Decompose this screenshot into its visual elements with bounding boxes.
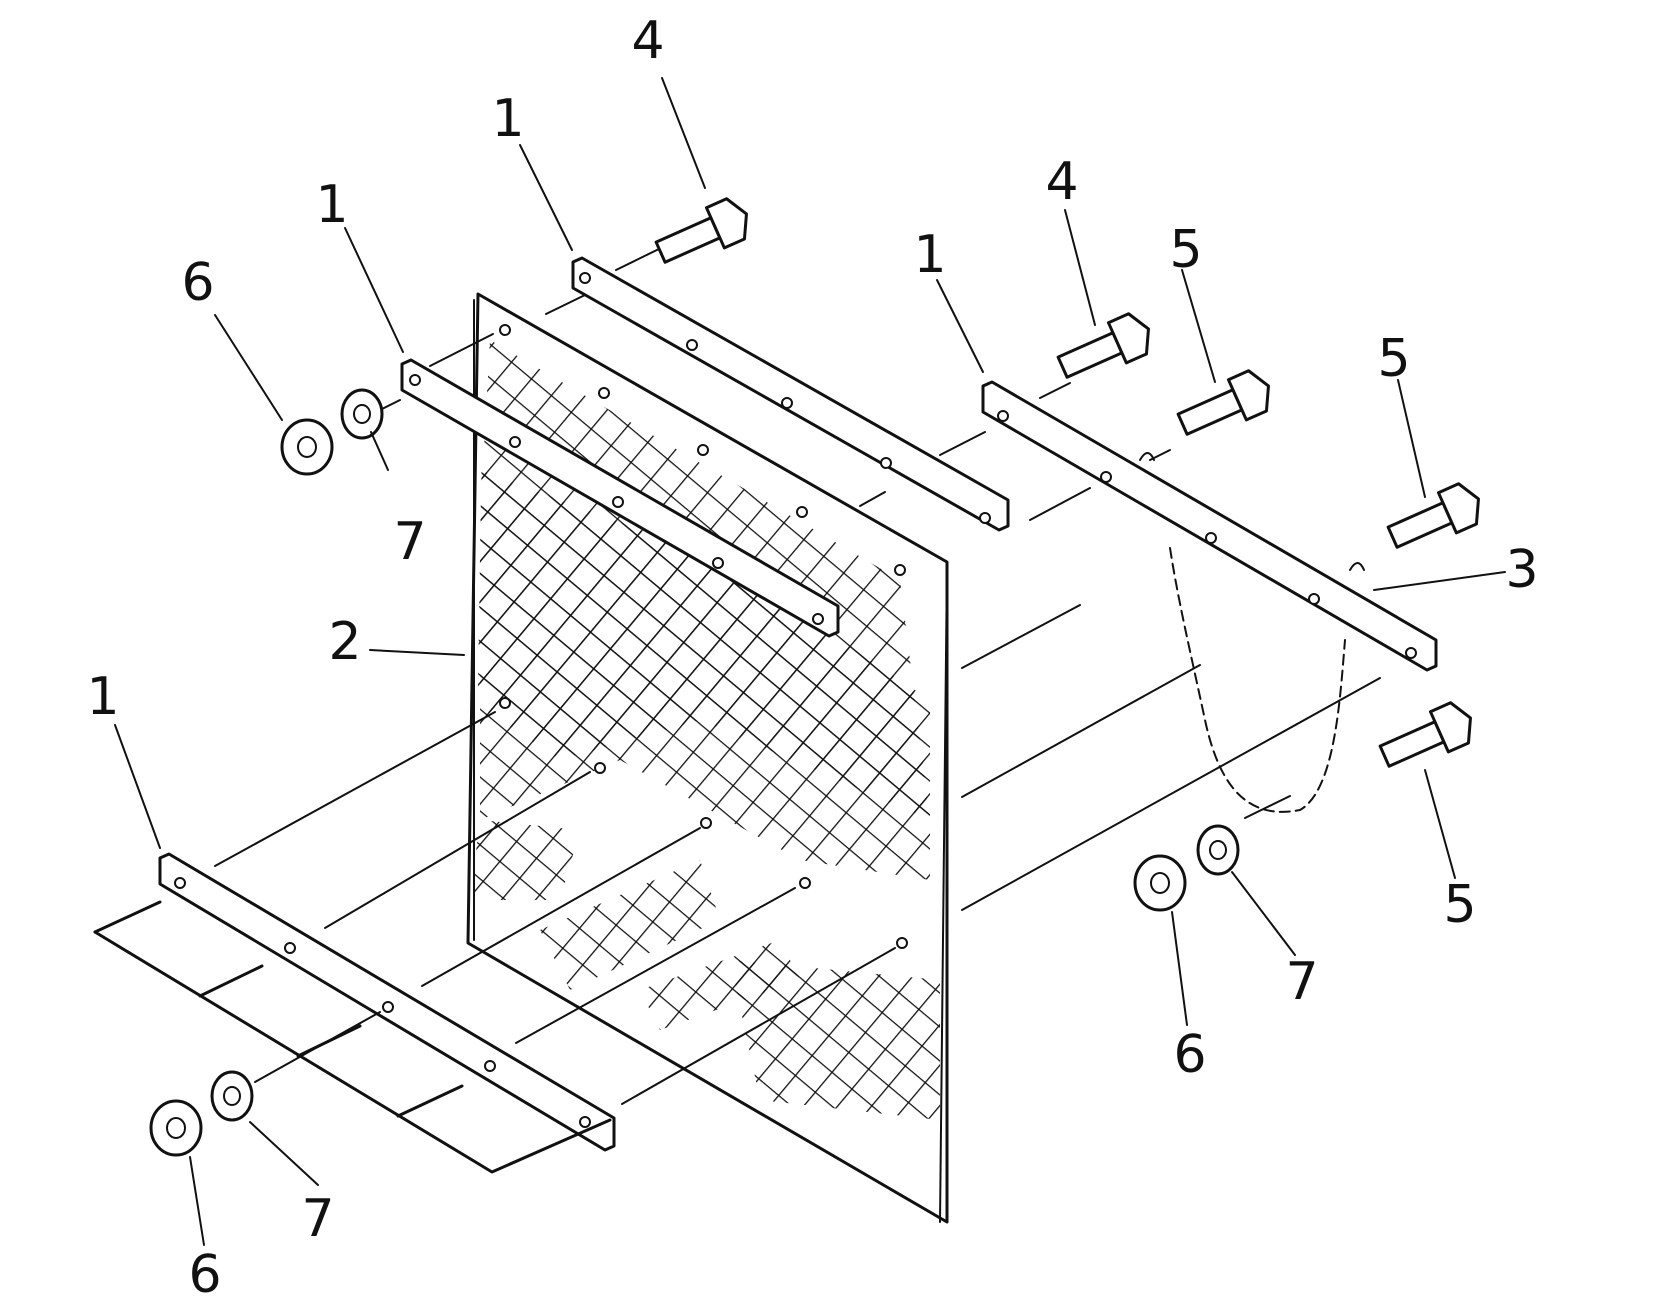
callout-1-upper-rear: 1 bbox=[491, 89, 524, 149]
retainer-bar-upper-front bbox=[400, 358, 840, 638]
assembly-leader-lines bbox=[214, 245, 1381, 1105]
callout-1-lower: 1 bbox=[86, 667, 119, 727]
callout-3-chain: 3 bbox=[1505, 540, 1538, 600]
callout-7-right: 7 bbox=[1285, 952, 1318, 1012]
nut-6-right bbox=[1133, 854, 1187, 912]
bolt-4-right bbox=[1056, 312, 1150, 379]
retainer-bar-right bbox=[981, 380, 1438, 672]
callout-5-a: 5 bbox=[1169, 220, 1202, 280]
callout-1-right: 1 bbox=[913, 225, 946, 285]
callout-labels: 4 1 1 6 7 4 1 5 5 3 2 1 5 7 6 7 6 bbox=[86, 11, 1538, 1305]
callout-4-right: 4 bbox=[1045, 152, 1078, 212]
bolt-5-a bbox=[1176, 369, 1270, 436]
callout-4-top: 4 bbox=[631, 11, 664, 71]
callout-7-upper: 7 bbox=[393, 512, 426, 572]
callout-7-lower: 7 bbox=[301, 1189, 334, 1249]
bolt-5-b bbox=[1386, 482, 1480, 549]
washer-7-upper bbox=[340, 388, 384, 440]
nut-6-upper bbox=[280, 418, 334, 476]
callout-6-lower: 6 bbox=[188, 1245, 221, 1305]
retainer-bar-lower bbox=[158, 852, 616, 1152]
bolt-4-upper bbox=[654, 197, 748, 264]
callout-1-upper-front: 1 bbox=[315, 175, 348, 235]
callout-5-b: 5 bbox=[1377, 329, 1410, 389]
washer-7-lower bbox=[210, 1070, 254, 1122]
bolt-5-c bbox=[1378, 701, 1472, 768]
washer-7-right bbox=[1196, 824, 1240, 876]
callout-leaders bbox=[114, 77, 1506, 1246]
callout-6-right: 6 bbox=[1173, 1025, 1206, 1085]
nut-6-lower bbox=[149, 1099, 203, 1157]
retainer-bar-upper-rear bbox=[571, 256, 1010, 532]
callout-2-panel: 2 bbox=[328, 612, 361, 672]
callout-6-upper: 6 bbox=[181, 253, 214, 313]
callout-5-c: 5 bbox=[1443, 875, 1476, 935]
chain bbox=[1139, 452, 1365, 813]
